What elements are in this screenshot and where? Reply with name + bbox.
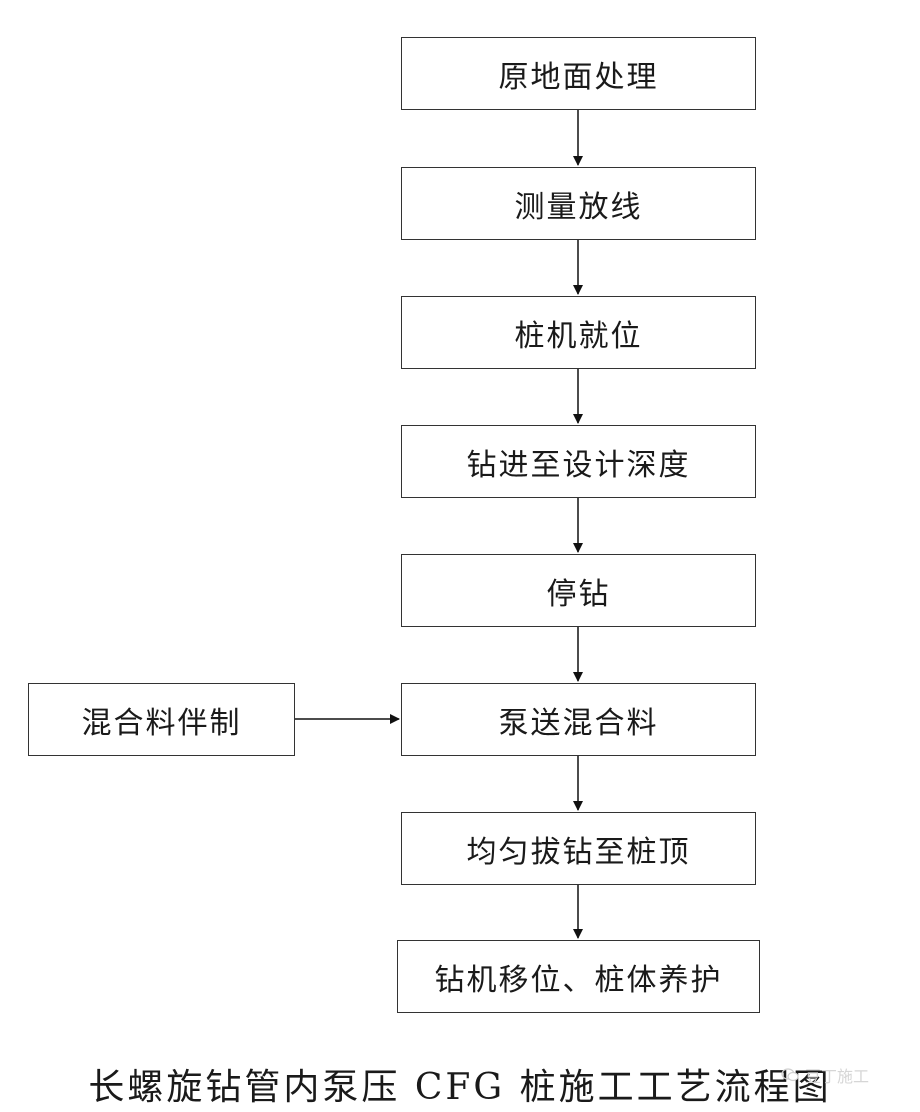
step-withdraw-drill-to-pile-top: 均匀拔钻至桩顶 [401,812,756,885]
step-label: 钻机移位、桩体养护 [434,962,723,998]
step-pump-mixture: 泵送混合料 [401,683,756,756]
step-original-ground-treatment: 原地面处理 [401,37,756,110]
watermark: 豆丁施工 [781,1063,869,1087]
step-pile-machine-positioning: 桩机就位 [401,296,756,369]
watermark-text: 豆丁施工 [805,1067,870,1086]
step-label: 原地面处理 [498,59,659,95]
step-label: 桩机就位 [514,318,643,354]
step-label: 钻进至设计深度 [466,447,691,483]
step-label: 均匀拔钻至桩顶 [466,834,691,870]
step-label: 泵送混合料 [498,705,659,741]
wechat-icon [781,1068,799,1082]
step-stop-drilling: 停钻 [401,554,756,627]
diagram-caption: 长螺旋钻管内泵压 CFG 桩施工工艺流程图 [88,1067,832,1108]
step-label: 停钻 [546,576,611,612]
step-survey-layout: 测量放线 [401,167,756,240]
side-input-label: 混合料伴制 [81,705,242,741]
side-input-mixture-preparation: 混合料伴制 [28,683,295,756]
step-label: 测量放线 [514,189,643,225]
step-drill-to-design-depth: 钻进至设计深度 [401,425,756,498]
step-rig-shift-and-curing: 钻机移位、桩体养护 [397,940,760,1013]
